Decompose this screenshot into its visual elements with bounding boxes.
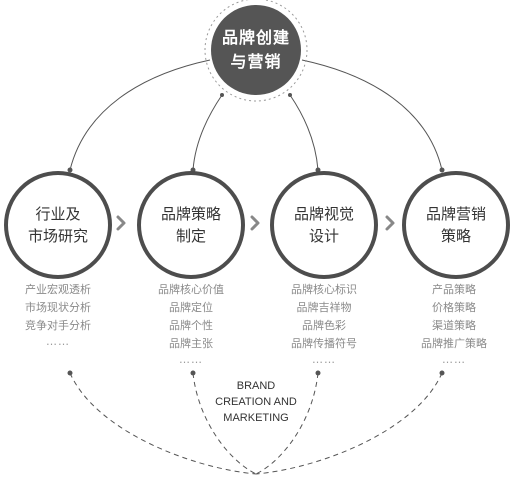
list-item: 品牌主张: [169, 337, 213, 350]
center-title-line1: 品牌创建: [221, 28, 290, 47]
list-item: 品牌吉祥物: [296, 301, 352, 314]
stage-circle-3: [270, 171, 378, 279]
stage-circle-2: [137, 171, 245, 279]
stage-4-title-line1: 品牌营销: [425, 205, 486, 223]
curve-dot-2: [190, 370, 196, 376]
footer-line2: CREATION AND: [215, 396, 297, 408]
dashed-curve-right: [255, 372, 443, 475]
ellipsis: ……: [442, 353, 466, 366]
stage-3-items: 品牌核心标识 品牌吉祥物 品牌色彩 品牌传播符号 ……: [266, 281, 382, 367]
connector-dot-center-right: [288, 93, 292, 97]
chevron-right-icon: [385, 215, 395, 231]
stage-2-title-line2: 制定: [175, 227, 206, 245]
connector-dot-center-left: [220, 93, 224, 97]
stage-4-title-line2: 策略: [440, 227, 471, 245]
connector-stage-1: [69, 59, 211, 171]
list-item: 品牌个性: [169, 319, 213, 332]
footer-label: BRAND CREATION AND MARKETING: [196, 378, 316, 426]
stage-3-title-line1: 品牌视觉: [293, 205, 354, 223]
stage-1-title-line2: 市场研究: [27, 227, 88, 245]
footer-line3: MARKETING: [223, 412, 289, 424]
list-item: 渠道策略: [432, 319, 476, 332]
stage-1-items: 产业宏观透析 市场现状分析 竞争对手分析 ……: [0, 281, 116, 349]
dashed-curve-left: [69, 372, 257, 475]
curve-dot-3: [315, 370, 321, 376]
footer-line1: BRAND: [236, 380, 276, 392]
list-item: 品牌传播符号: [291, 337, 357, 350]
ellipsis: ……: [312, 353, 336, 366]
connector-stage-4: [301, 59, 443, 171]
connector-stage-2: [192, 94, 223, 171]
stage-4-items: 产品策略 价格策略 渠道策略 品牌推广策略 ……: [396, 281, 512, 367]
stage-1-title-line1: 行业及: [35, 205, 81, 223]
list-item: 品牌核心标识: [291, 283, 357, 296]
stage-2-items: 品牌核心价值 品牌定位 品牌个性 品牌主张 ……: [133, 281, 249, 367]
connector-dot-4: [439, 167, 445, 173]
stage-4-title: 品牌营销 策略: [406, 203, 506, 247]
ellipsis: ……: [46, 335, 70, 348]
connector-dot-1: [67, 167, 73, 173]
center-halo: [204, 0, 308, 102]
stage-2-title-line1: 品牌策略: [160, 205, 221, 223]
list-item: 价格策略: [432, 301, 476, 314]
list-item: 品牌推广策略: [421, 337, 487, 350]
dashed-curve-inner-left: [192, 372, 257, 475]
ellipsis: ……: [179, 353, 203, 366]
center-title: 品牌创建 与营销: [206, 26, 306, 74]
list-item: 产品策略: [432, 283, 476, 296]
stage-circle-1: [4, 171, 112, 279]
connector-stage-3: [289, 94, 319, 171]
list-item: 品牌定位: [169, 301, 213, 314]
stage-3-title: 品牌视觉 设计: [274, 203, 374, 247]
stage-1-title: 行业及 市场研究: [8, 203, 108, 247]
stage-2-title: 品牌策略 制定: [141, 203, 241, 247]
list-item: 竞争对手分析: [25, 319, 91, 332]
curve-dot-4: [439, 370, 445, 376]
stage-3-title-line2: 设计: [308, 227, 339, 245]
list-item: 产业宏观透析: [25, 283, 91, 296]
dashed-curve-inner-right: [255, 372, 319, 475]
list-item: 品牌色彩: [302, 319, 346, 332]
curve-dot-1: [67, 370, 73, 376]
list-item: 市场现状分析: [25, 301, 91, 314]
chevron-right-icon: [116, 215, 126, 231]
stage-circle-4: [402, 171, 510, 279]
center-circle: [211, 5, 301, 95]
list-item: 品牌核心价值: [158, 283, 224, 296]
center-title-line2: 与营销: [230, 52, 282, 71]
chevron-right-icon: [250, 215, 260, 231]
